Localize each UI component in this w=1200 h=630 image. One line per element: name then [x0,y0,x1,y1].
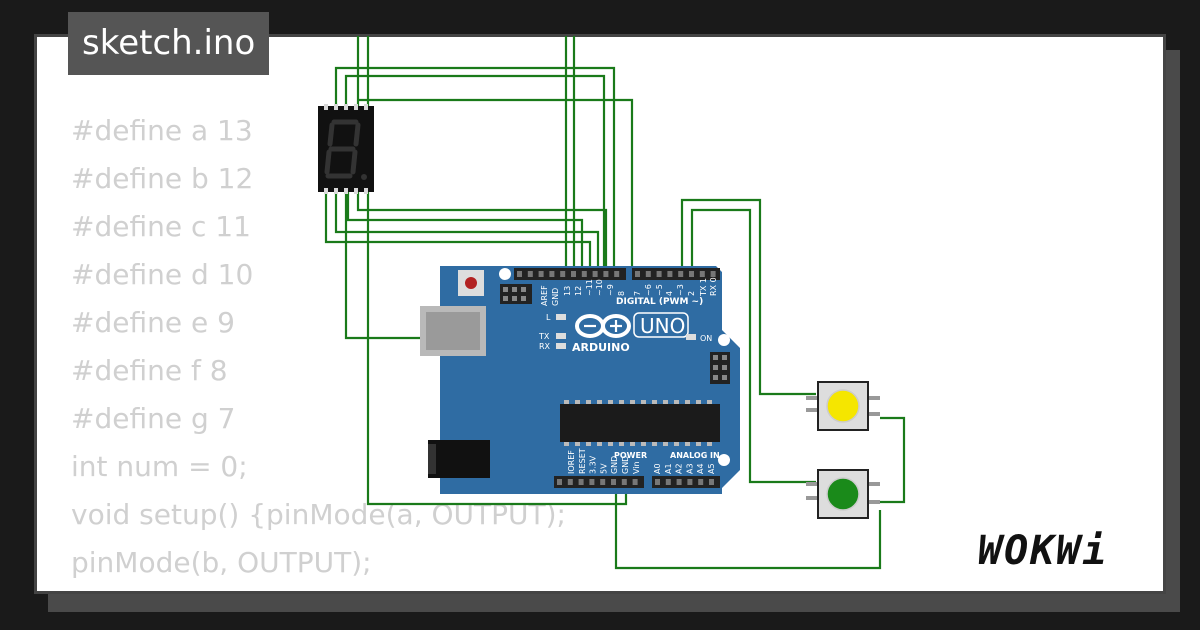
top-pin-label: 7 [633,291,642,296]
analog-pin-label: A2 [675,463,684,474]
uno-badge [633,312,689,338]
analog-pin-label: A0 [653,463,662,474]
mount-hole [718,334,730,346]
power-pin-label: RESET [578,448,587,474]
led-on [686,334,696,340]
header-pins [517,271,716,277]
code-line: #define b 12 [71,162,254,195]
power-jack [428,440,490,478]
pushbutton-yellow[interactable] [806,381,880,431]
wire [680,198,816,396]
chip-pins [564,400,712,446]
top-pin-label: ~6 [644,284,653,296]
power-label: POWER [614,451,647,460]
top-pin-label: ~11 [585,279,594,296]
led-l [556,314,566,320]
power-pin-label: IOREF [567,450,576,474]
code-line: #define f 8 [71,354,228,387]
uno-label: UNO [640,314,685,338]
top-pin-label: 12 [574,286,583,296]
reset-button-cap[interactable] [465,277,477,289]
tx-label: TX [538,332,550,341]
code-line: #define d 10 [71,258,254,291]
code-line: pinMode(b, OUTPUT); [71,546,372,579]
button-cap-yellow[interactable] [826,389,860,423]
power-header [554,476,644,488]
top-pin-label: ~3 [676,284,685,296]
top-pin-label: ~10 [595,279,604,296]
top-pin-label: RX 0 [709,277,718,296]
analog-pin-label: A5 [707,463,716,474]
top-pin-label: TX 1 [699,278,708,297]
top-pin-label: 2 [687,291,696,296]
gnd-label: GND [551,288,560,306]
pushbutton-green[interactable] [806,469,880,519]
top-pin-label: 8 [617,291,626,296]
code-line: #define g 7 [71,402,236,435]
top-pin-label: ~5 [655,284,664,296]
digital-label: DIGITAL (PWM ~) [616,297,703,307]
on-label: ON [700,334,712,343]
led-rx [556,343,566,349]
wire [356,190,608,270]
analog-label: ANALOG IN [670,451,720,460]
mount-hole [718,454,730,466]
code-line: #define a 13 [71,114,253,147]
power-pin-label: 3.3V [589,455,598,474]
wire [614,480,882,570]
arduino-label: ARDUINO [572,341,630,354]
top-pin-label: ~9 [606,284,615,296]
wire [344,74,606,270]
power-pin-label: GND [610,456,619,474]
power-pin-label: 5V [599,463,608,474]
l-label: L [546,313,551,322]
arduino-logo [575,314,631,338]
led-tx [556,333,566,339]
wire [334,190,600,270]
wokwi-logo: WOKWi [978,528,1109,574]
analog-pin-label: A4 [696,463,705,474]
power-pin-label: Vin [632,461,641,474]
top-pin-label: 13 [563,286,572,296]
wire [346,190,584,270]
usb-port-inner [426,312,480,350]
wire [334,66,616,270]
aref-label: AREF [540,285,549,306]
wire [690,208,816,484]
top-pin-label: 4 [665,291,674,296]
wire [324,190,592,270]
seven-segment-display[interactable] [318,104,374,194]
wire [880,416,906,504]
button-cap-green[interactable] [826,477,860,511]
code-line: #define c 11 [71,210,251,243]
mount-hole [499,268,511,280]
analog-pin-label: A3 [685,463,694,474]
code-line: int num = 0; [71,450,248,483]
code-line: #define e 9 [71,306,235,339]
header-right [632,268,720,280]
rx-label: RX [539,342,551,351]
bottom-header-pins [557,479,714,485]
analog-pin-label: A1 [664,463,673,474]
wire [358,98,634,270]
power-pin-label: GND [621,456,630,474]
atmega-chip [560,404,720,442]
power-jack-edge [428,444,436,474]
file-tab[interactable]: sketch.ino [68,12,270,75]
